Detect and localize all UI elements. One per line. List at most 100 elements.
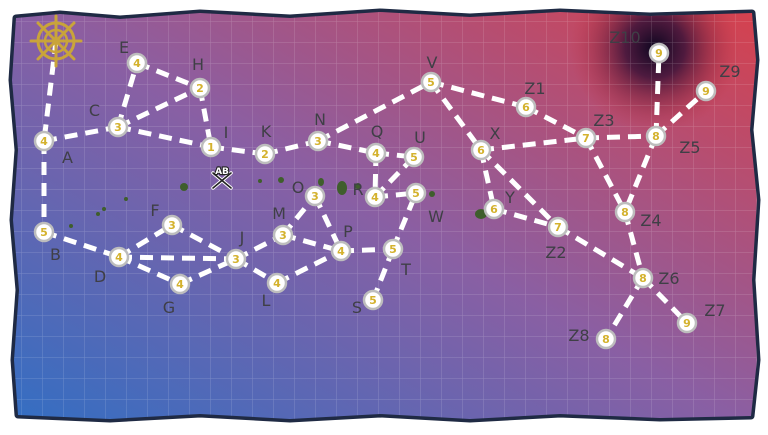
node-T[interactable]: 5T [382,238,411,279]
node-label: A [62,148,73,167]
node-W[interactable]: 5W [405,182,444,226]
node-label: N [314,110,326,129]
node-E[interactable]: 4E [119,38,148,74]
node-value: 8 [652,130,660,143]
node-V[interactable]: 5V [420,53,442,93]
route-D-G [117,254,182,287]
node-C[interactable]: 3C [89,101,129,138]
node-Z1[interactable]: 6Z1 [515,79,546,118]
route-N-V [316,79,433,144]
node-value: 5 [369,294,377,307]
route-C-H [116,85,202,130]
route-C-E [115,62,140,128]
node-Z2[interactable]: 7Z2 [545,216,569,262]
node-R[interactable]: 4R [352,180,386,208]
node-S[interactable]: 5S [352,289,384,317]
node-M[interactable]: 3M [272,204,294,246]
ship-wheel-icon[interactable] [29,14,83,68]
node-label: Y [504,188,515,207]
node-value: 5 [410,151,418,164]
node-value: 8 [621,206,629,219]
node-X[interactable]: 6X [470,124,501,161]
route-F-J [170,222,238,262]
node-value: 8 [602,333,610,346]
node-value: 3 [279,229,287,242]
node-label: O [292,178,305,197]
node-label: Q [371,122,384,141]
node-N[interactable]: 3N [307,110,329,152]
node-marker [225,248,247,270]
node-D[interactable]: 4D [94,246,130,286]
node-label: Z2 [545,243,566,262]
node-label: P [343,222,353,241]
node-value: 4 [176,278,184,291]
route-nodes: 4A5B3C4D4E3F4G2H1I3J2K4L3M3N3O4P4Q4R5S5T… [33,28,741,350]
node-label: Z7 [704,301,725,320]
node-Z4[interactable]: 8 Z4 [614,201,662,230]
node-A[interactable]: 4A [33,130,73,167]
node-marker [161,214,183,236]
node-label: W [428,207,444,226]
crossed-swords-icon[interactable]: AB [211,166,233,190]
node-B[interactable]: 5B [33,221,61,264]
node-L[interactable]: 4L [262,272,288,310]
node-label: Z5 [679,138,700,157]
node-I[interactable]: 1I [200,123,228,158]
route-Z1-Z3 [524,104,588,141]
route-D-F [117,222,174,260]
node-label: T [400,260,411,279]
route-Z3-Z4 [583,136,628,214]
route-X-Z3 [480,135,587,153]
node-label: Z4 [640,211,661,230]
node-J[interactable]: 3J [225,228,247,270]
node-label: G [163,298,175,317]
node-H[interactable]: 2H [189,55,211,99]
node-value: 3 [314,135,322,148]
node-Z5[interactable]: 8Z5 [645,125,701,157]
route-Z6-Z8 [603,276,646,341]
node-Z8[interactable]: 8Z8 [568,326,617,350]
node-marker [483,198,505,220]
node-label: R [352,180,363,199]
node-value: 6 [522,101,530,114]
node-Z9[interactable]: 9Z9 [695,62,741,102]
node-Y[interactable]: 6Y [483,188,515,220]
node-Z7[interactable]: 9Z7 [676,301,726,334]
node-marker [632,267,654,289]
node-label: Z6 [658,269,679,288]
node-O[interactable]: 3O [292,178,326,207]
node-marker [189,77,211,99]
node-K[interactable]: 2K [254,122,276,165]
node-P[interactable]: 4P [330,222,353,262]
node-G[interactable]: 4G [163,273,191,317]
node-marker [364,186,386,208]
node-value: 2 [196,82,204,95]
node-F[interactable]: 3F [150,201,183,236]
route-Z3-Z5 [585,133,657,141]
node-marker [254,143,276,165]
node-label: H [192,55,204,74]
node-value: 4 [133,57,141,70]
route-Z6-Z7 [641,276,689,325]
route-A-C [43,124,119,144]
node-marker [515,96,537,118]
node-marker [272,224,294,246]
node-label: S [352,298,362,317]
node-label: U [414,128,426,147]
route-Y-Z2 [493,206,559,230]
node-label: X [490,124,501,143]
node-marker [107,116,129,138]
node-Q[interactable]: 4Q [365,122,387,164]
node-Z3[interactable]: 7Z3 [575,111,615,149]
node-marker [648,42,670,64]
node-value: 4 [371,191,379,204]
node-value: 3 [114,121,122,134]
route-Z5-Z10 [653,52,662,137]
route-C-I [117,124,212,150]
route-Z5-Z9 [654,89,708,138]
node-value: 2 [261,148,269,161]
node-U[interactable]: 5U [403,128,426,168]
